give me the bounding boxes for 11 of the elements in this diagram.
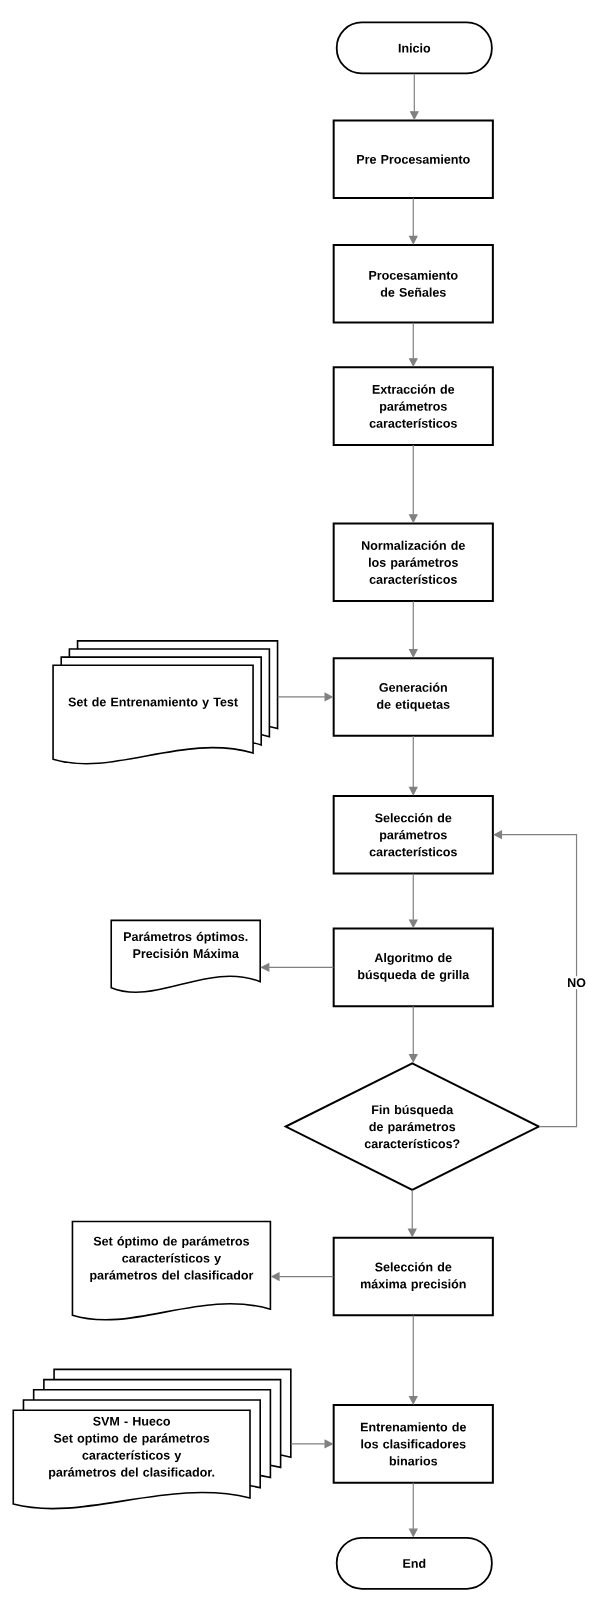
process-box: Procesamiento de Señales bbox=[332, 243, 494, 324]
process-box: Entrenamiento de los clasificadores binarios bbox=[332, 1404, 494, 1484]
process-box: Normalización de los parámetros característicos bbox=[332, 522, 494, 603]
process-box: Selección de parámetros característicos bbox=[332, 794, 494, 875]
process-box: Extracción de parámetros característicos bbox=[332, 366, 494, 446]
process-box: Pre Procesamiento bbox=[332, 119, 494, 199]
arrow bbox=[493, 830, 578, 1128]
edge-label: NO bbox=[565, 976, 588, 990]
process-box: Selección de máxima precisión bbox=[332, 1236, 494, 1317]
process-box: Generación de etiquetas bbox=[332, 657, 494, 737]
process-box: Algoritmo de búsqueda de grilla bbox=[332, 927, 494, 1008]
